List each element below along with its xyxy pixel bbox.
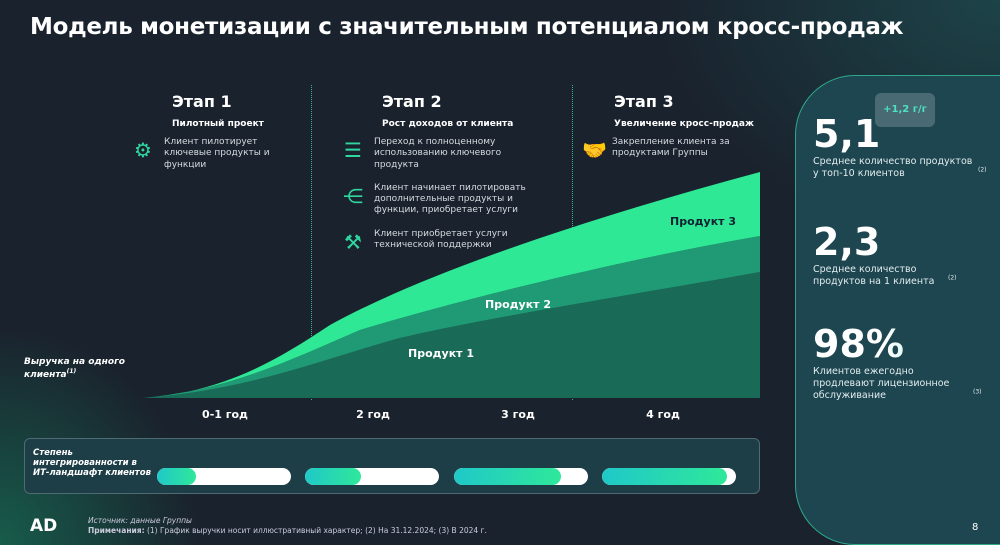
integration-bar-fill xyxy=(602,468,727,485)
series-label: Продукт 1 xyxy=(408,347,475,360)
integration-bar xyxy=(305,468,439,485)
integration-bar-fill xyxy=(157,468,196,485)
series-label: Продукт 2 xyxy=(485,298,552,311)
integration-bar-fill xyxy=(454,468,562,485)
integration-bar xyxy=(602,468,736,485)
integration-bar xyxy=(454,468,588,485)
gear-icon: ⚙ xyxy=(134,138,152,162)
x-tick-label: 3 год xyxy=(501,408,535,421)
stats-panel xyxy=(795,75,1000,545)
network-icon: ⋲ xyxy=(343,183,363,208)
stage-1: Этап 1 Пилотный проект ⚙Клиент пилотируе… xyxy=(130,92,300,183)
integration-bar xyxy=(157,468,291,485)
series-label: Продукт 3 xyxy=(670,215,737,228)
y-axis-label: Выручка на одного клиента(1) xyxy=(24,357,125,380)
stage-3: Этап 3 Увеличение кросс-продаж 🤝Закрепле… xyxy=(582,92,754,162)
area-product-2 xyxy=(143,236,760,398)
area-product-3 xyxy=(143,172,760,398)
x-tick-label: 2 год xyxy=(356,408,390,421)
integration-panel: Степень интегрированности в ИТ-ландшафт … xyxy=(24,438,760,494)
stat-renewal: 98%Клиентов ежегодно продлевают лицензио… xyxy=(813,322,993,402)
server-icon: ☰ xyxy=(344,138,362,162)
growth-badge: +1,2 г/г xyxy=(875,93,935,127)
stage-divider xyxy=(311,85,312,400)
page-title: Модель монетизации с значительным потенц… xyxy=(30,14,904,40)
background-glow xyxy=(0,325,200,545)
support-engineer-icon: ⚒ xyxy=(344,229,362,254)
integration-label: Степень интегрированности в ИТ-ландшафт … xyxy=(33,448,151,479)
integration-bar-fill xyxy=(305,468,362,485)
area-product-1 xyxy=(143,272,760,398)
x-tick-label: 4 год xyxy=(646,408,680,421)
page-number: 8 xyxy=(972,522,979,533)
company-logo: AD xyxy=(30,516,58,536)
handshake-icon: 🤝 xyxy=(582,138,607,162)
x-tick-label: 0-1 год xyxy=(202,408,248,421)
stage-2: Этап 2 Рост доходов от клиента ☰Переход … xyxy=(340,92,560,267)
